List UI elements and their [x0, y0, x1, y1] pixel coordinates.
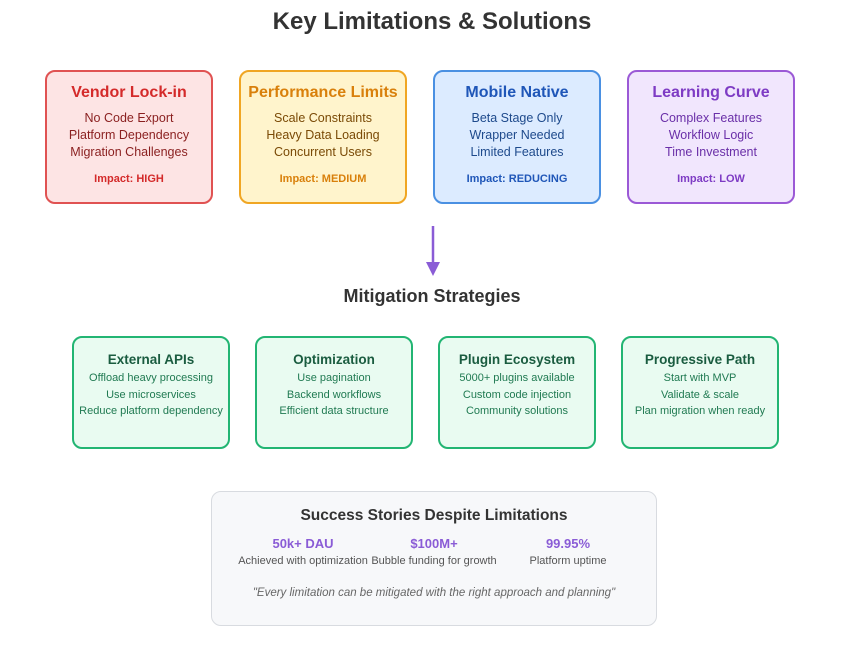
limitation-line: Platform Dependency: [68, 128, 190, 142]
limitation-line: Complex Features: [659, 111, 763, 125]
limitation-line: Wrapper Needed: [469, 128, 565, 142]
limitation-title: Learning Curve: [652, 84, 770, 101]
limitation-title: Performance Limits: [248, 84, 398, 101]
page-title: Key Limitations & Solutions: [272, 8, 592, 35]
limitation-line: Beta Stage Only: [471, 111, 563, 125]
strategy-card-external-apis: External APIs Offload heavy processing U…: [72, 336, 230, 449]
closing-quote: "Every limitation can be mitigated with …: [252, 587, 616, 599]
strategy-title: Progressive Path: [644, 352, 756, 367]
stat-uptime: 99.95% Platform uptime: [498, 536, 638, 567]
strategy-title: External APIs: [107, 352, 195, 367]
stat-value: 50k+ DAU: [272, 536, 334, 551]
strategy-line: Use microservices: [106, 388, 196, 401]
success-stories-panel: Success Stories Despite Limitations 50k+…: [211, 491, 657, 626]
strategy-line: Custom code injection: [462, 388, 572, 401]
limitation-card-performance-limits: Performance Limits Scale Constraints Hea…: [239, 70, 407, 204]
limitation-line: No Code Export: [84, 111, 174, 125]
stat-description: Bubble funding for growth: [371, 555, 497, 567]
limitation-line: Concurrent Users: [274, 145, 372, 159]
strategy-line: Validate & scale: [660, 388, 740, 401]
strategy-line: Use pagination: [297, 372, 371, 384]
limitation-line: Scale Constraints: [274, 111, 372, 125]
limitation-line: Migration Challenges: [70, 145, 188, 159]
strategy-card-progressive-path: Progressive Path Start with MVP Validate…: [621, 336, 779, 449]
limitation-line: Heavy Data Loading: [266, 128, 380, 142]
strategy-title: Plugin Ecosystem: [458, 352, 576, 367]
stat-description: Platform uptime: [529, 555, 607, 567]
limitation-card-mobile-native: Mobile Native Beta Stage Only Wrapper Ne…: [433, 70, 601, 204]
strategy-title: Optimization: [293, 352, 375, 367]
strategy-line: Start with MVP: [663, 372, 737, 384]
mitigation-title: Mitigation Strategies: [343, 286, 521, 306]
limitation-impact: Impact: LOW: [677, 173, 745, 185]
stat-description: Achieved with optimization: [238, 555, 368, 567]
strategy-card-optimization: Optimization Use pagination Backend work…: [255, 336, 413, 449]
limitation-title: Mobile Native: [465, 84, 569, 101]
limitation-card-vendor-lock-in: Vendor Lock-in No Code Export Platform D…: [45, 70, 213, 204]
strategy-line: Community solutions: [465, 405, 569, 417]
limitation-impact: Impact: REDUCING: [466, 173, 568, 185]
strategy-line: Plan migration when ready: [634, 405, 766, 417]
limitation-line: Time Investment: [665, 145, 757, 159]
stat-funding: $100M+ Bubble funding for growth: [364, 536, 504, 567]
strategy-line: Backend workflows: [286, 388, 382, 401]
limitation-impact: Impact: HIGH: [94, 173, 164, 185]
strategy-card-plugin-ecosystem: Plugin Ecosystem 5000+ plugins available…: [438, 336, 596, 449]
limitation-impact: Impact: MEDIUM: [279, 173, 367, 185]
strategy-line: 5000+ plugins available: [459, 372, 575, 384]
limitation-card-learning-curve: Learning Curve Complex Features Workflow…: [627, 70, 795, 204]
stat-dau: 50k+ DAU Achieved with optimization: [233, 536, 373, 567]
limitation-line: Workflow Logic: [668, 128, 754, 142]
stat-value: $100M+: [410, 536, 458, 551]
arrow-head: [426, 262, 440, 276]
success-stories-title: Success Stories Despite Limitations: [300, 507, 568, 524]
strategy-line: Efficient data structure: [279, 405, 389, 417]
limitation-line: Limited Features: [470, 145, 564, 159]
stat-value: 99.95%: [545, 536, 591, 551]
arrow-down-icon: [426, 226, 440, 276]
strategy-line: Reduce platform dependency: [79, 405, 223, 417]
limitation-title: Vendor Lock-in: [71, 84, 187, 101]
strategy-line: Offload heavy processing: [89, 372, 213, 384]
